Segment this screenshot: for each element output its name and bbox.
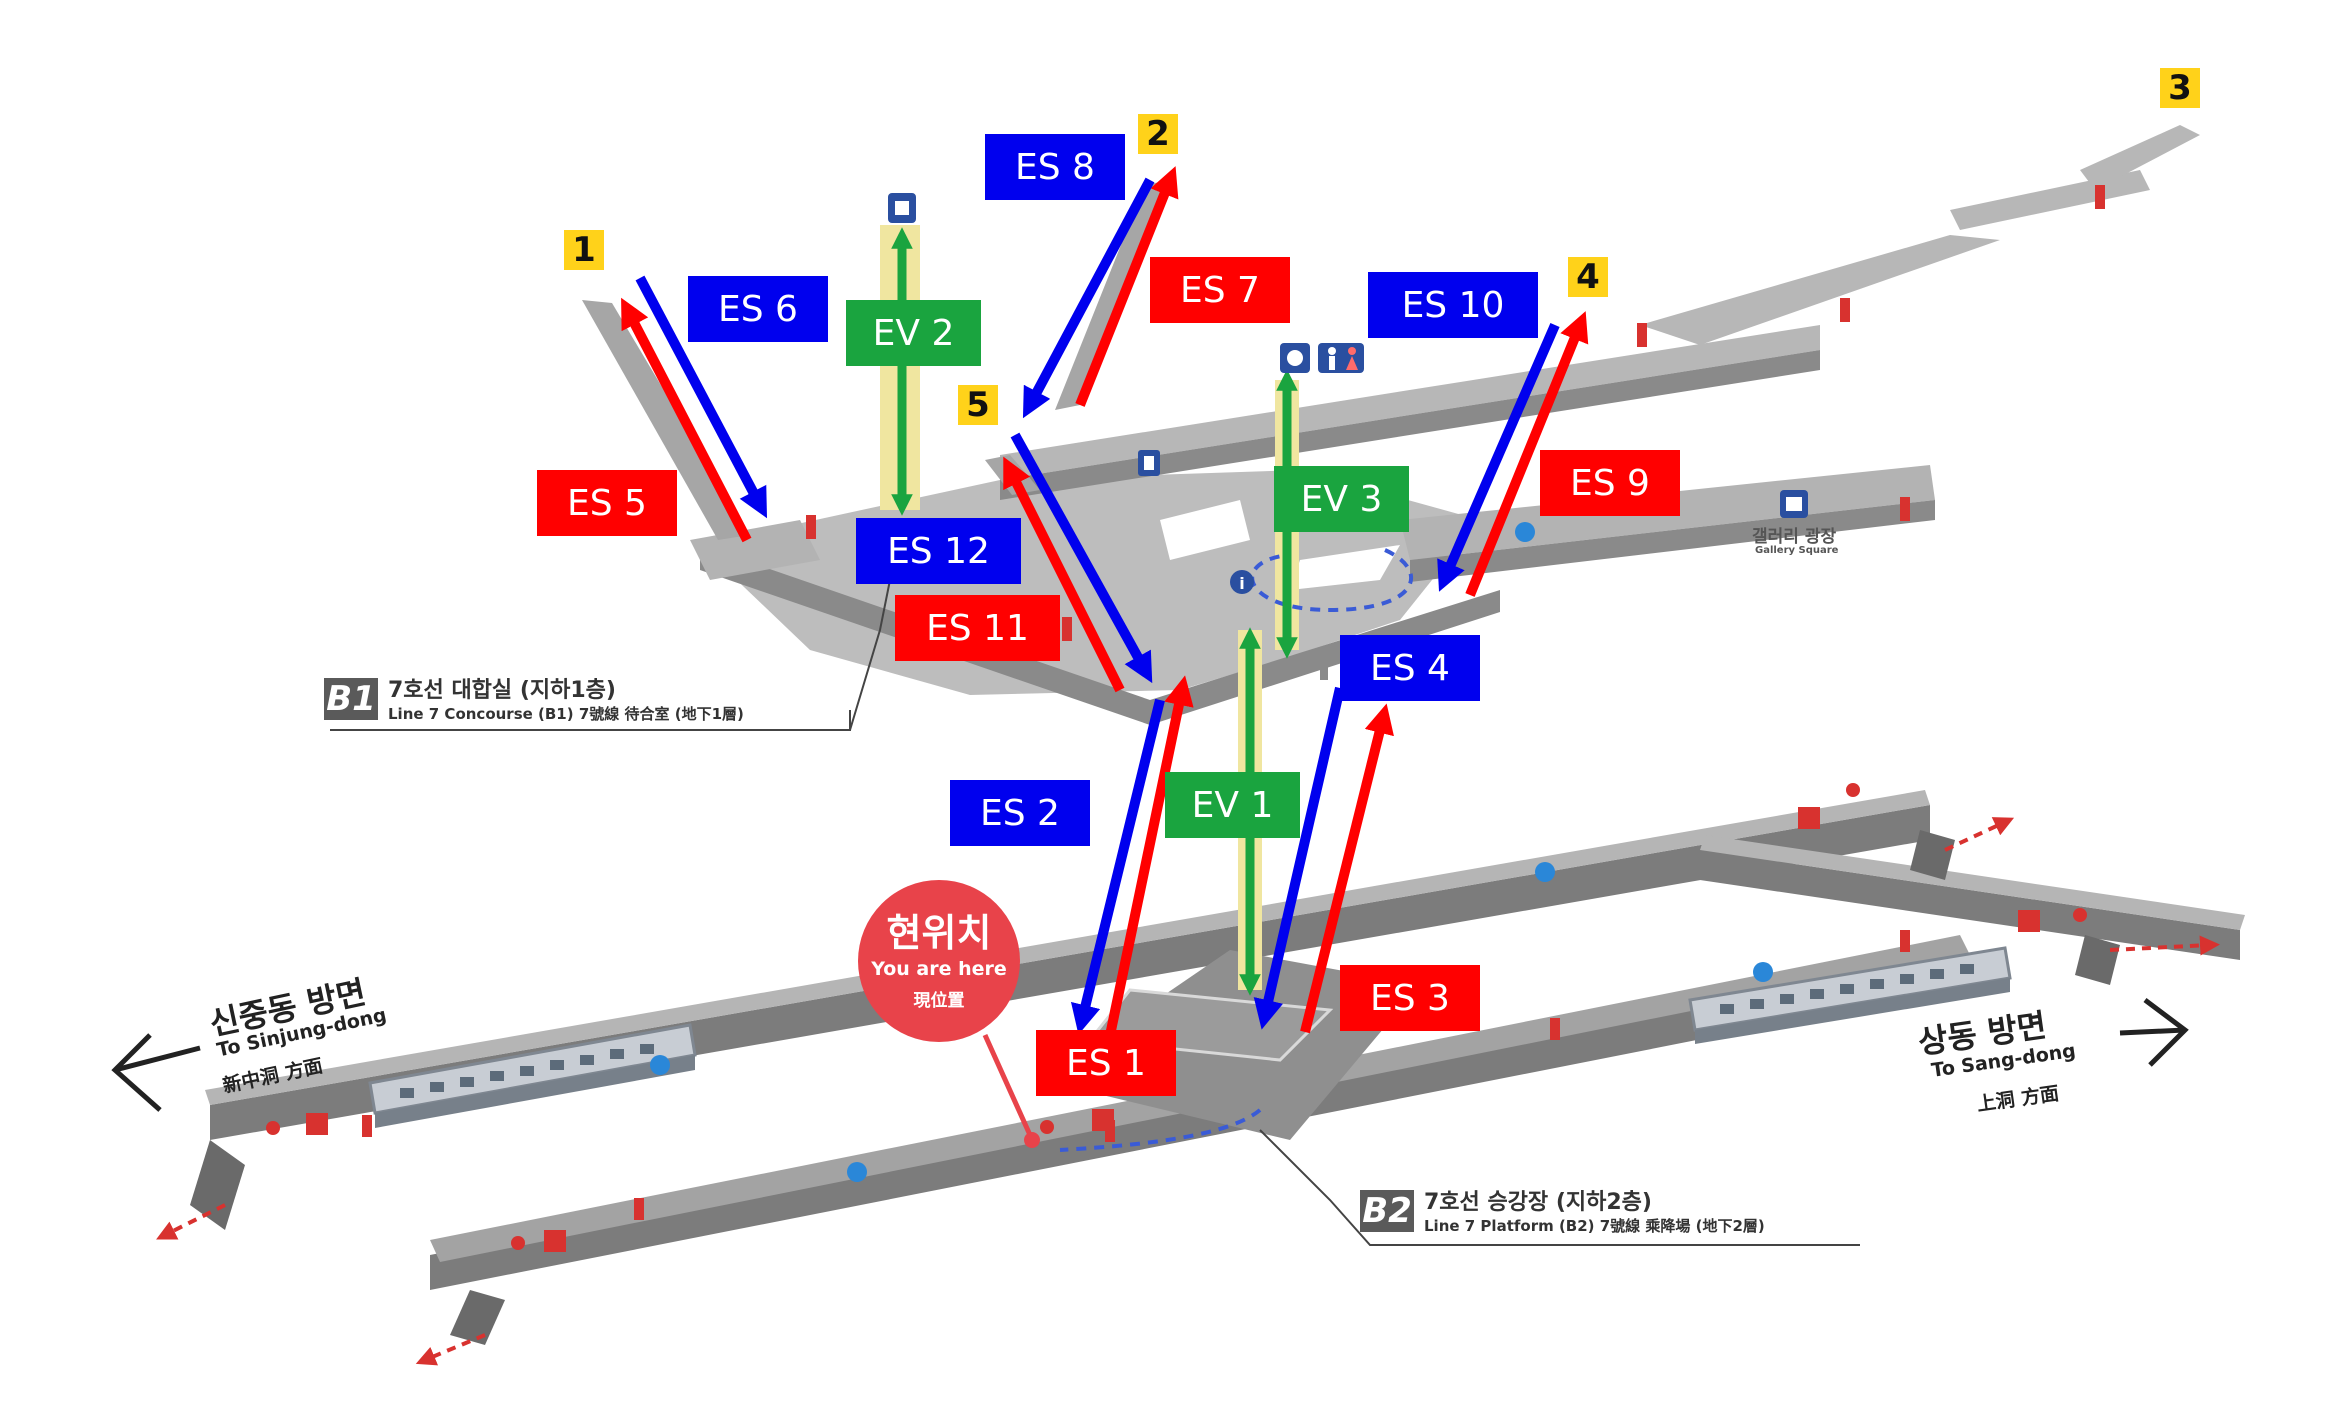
es10-arrow xyxy=(1437,323,1560,592)
ev1-label: EV 1 xyxy=(1165,772,1300,838)
elevator-icon xyxy=(888,193,916,223)
es2-label: ES 2 xyxy=(950,780,1090,846)
emergency-routes xyxy=(156,817,2220,1366)
train-right xyxy=(1688,946,2012,1044)
train-left xyxy=(368,1023,697,1128)
gallery-icon xyxy=(1780,490,1808,518)
b1-callout-underline xyxy=(330,710,851,731)
transfer-route xyxy=(1250,548,1414,613)
b2-level-badge: B2 xyxy=(1360,1190,1414,1232)
b2-callout-line xyxy=(1259,1129,1860,1246)
stairs-icon xyxy=(650,522,1773,1182)
ev2-label: EV 2 xyxy=(846,300,981,366)
es12-arrow xyxy=(1010,432,1153,684)
es6-label: ES 6 xyxy=(688,276,828,342)
you-are-here-english: You are here xyxy=(871,958,1007,980)
es11-label: ES 11 xyxy=(895,595,1060,661)
direction-arrow-left xyxy=(111,1033,201,1112)
escalator-arrows xyxy=(621,166,1589,1047)
exit-1-badge: 1 xyxy=(564,230,604,270)
es11-arrow xyxy=(1003,456,1125,693)
accessibility-icon xyxy=(1280,343,1310,373)
exit-4-badge: 4 xyxy=(1568,257,1608,297)
you-are-here-cjk: 現位置 xyxy=(913,991,965,1011)
you-are-here-title: 현위치 xyxy=(886,911,992,955)
phone-icon xyxy=(1138,450,1160,476)
es1-arrow xyxy=(1103,675,1194,1047)
es3-arrow xyxy=(1300,703,1394,1034)
es9-arrow xyxy=(1465,311,1589,597)
toilet-icon xyxy=(1318,343,1364,373)
exit-5-badge: 5 xyxy=(958,385,998,425)
es9-label: ES 9 xyxy=(1540,450,1680,516)
es3-label: ES 3 xyxy=(1340,965,1480,1031)
you-are-here-marker: 현위치 You are here 現位置 xyxy=(858,880,1020,1042)
info-icon: i xyxy=(1230,570,1254,594)
here-pointer xyxy=(982,1033,1033,1137)
ev3-label: EV 3 xyxy=(1274,466,1409,532)
es4-label: ES 4 xyxy=(1340,635,1480,701)
es4-arrow xyxy=(1253,686,1345,1030)
es8-label: ES 8 xyxy=(985,134,1125,200)
svg-text:i: i xyxy=(1239,574,1244,593)
es10-label: ES 10 xyxy=(1368,272,1538,338)
direction-arrow-right xyxy=(2119,998,2189,1067)
es6-arrow xyxy=(635,275,768,519)
gallery-square-korean: 갤러리 광장 xyxy=(1752,527,1837,547)
es7-arrow xyxy=(1075,166,1179,407)
es5-arrow xyxy=(621,297,752,543)
b1-level-subtitle: Line 7 Concourse (B1) 7號線 待合室 (地下1層) xyxy=(388,705,744,723)
b1-callout-line xyxy=(849,579,891,731)
es1-label: ES 1 xyxy=(1036,1030,1176,1096)
b1-level-title: 7호선 대합실 (지하1층) xyxy=(388,678,616,703)
fire-extinguisher-icon xyxy=(306,807,2040,1252)
here-dot xyxy=(1024,1132,1040,1148)
b2-level-subtitle: Line 7 Platform (B2) 7號線 乘降場 (地下2層) xyxy=(1424,1217,1765,1235)
es7-label: ES 7 xyxy=(1150,257,1290,323)
gallery-square-english: Gallery Square xyxy=(1755,545,1839,556)
es12-label: ES 12 xyxy=(856,518,1021,584)
exit-3-badge: 3 xyxy=(2160,68,2200,108)
es2-arrow xyxy=(1070,698,1165,1035)
b1-level-badge: B1 xyxy=(324,678,378,720)
emergency-exit-icon xyxy=(266,783,2087,1250)
es8-arrow xyxy=(1022,177,1155,419)
b2-level-title: 7호선 승강장 (지하2층) xyxy=(1424,1190,1652,1215)
es5-label: ES 5 xyxy=(537,470,677,536)
exit-2-badge: 2 xyxy=(1138,114,1178,154)
